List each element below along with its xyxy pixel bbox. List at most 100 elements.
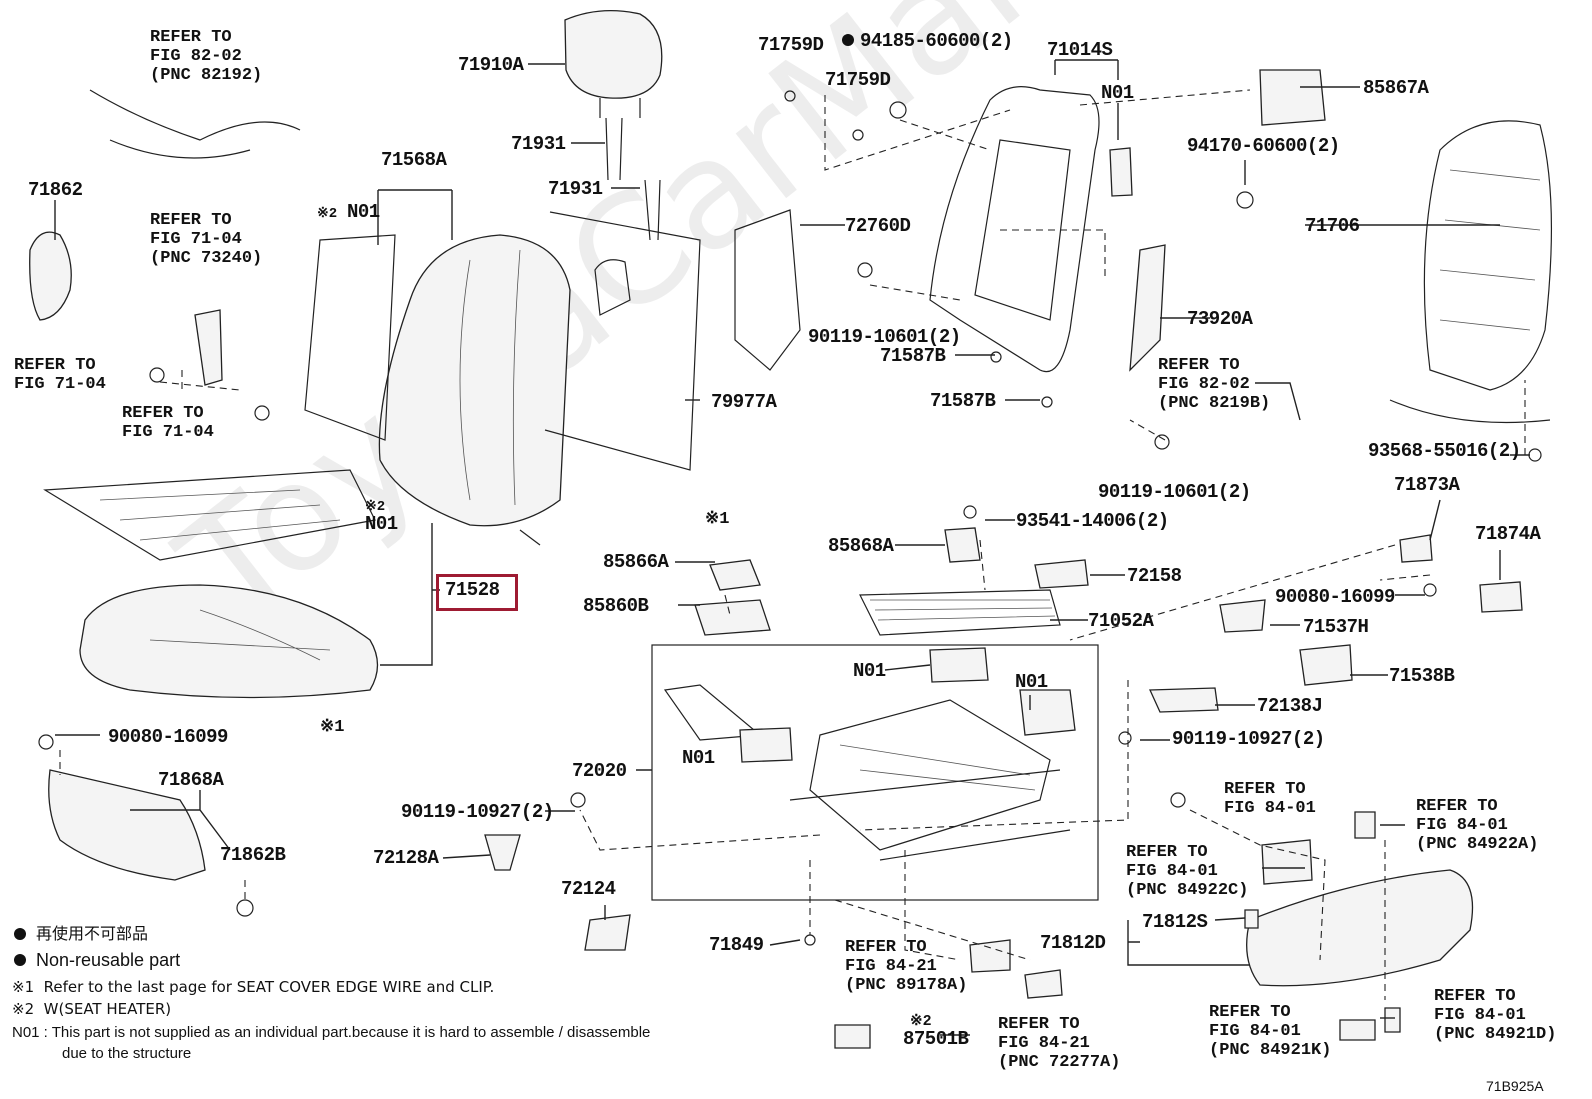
- refer-82-02-82192[interactable]: REFER TO FIG 82-02 (PNC 82192): [150, 28, 263, 85]
- part-label-n01-motor-b: N01: [1015, 671, 1048, 693]
- part-label-71706: 71706: [1305, 215, 1360, 237]
- refer-71-04-b[interactable]: REFER TO FIG 71-04: [122, 404, 214, 442]
- part-label-71849: 71849: [709, 934, 764, 956]
- part-label-94185-60600: 94185-60600(2): [860, 30, 1013, 52]
- legend-non-reusable-jp: 再使用不可部品: [36, 924, 149, 943]
- part-label-71537H: 71537H: [1303, 616, 1369, 638]
- part-72128A-drawing: [484, 834, 521, 871]
- motor-drawing-b: [1019, 689, 1076, 736]
- legend-note-3-cont: due to the structure: [62, 1045, 192, 1062]
- part-84922C-drawing: [1261, 839, 1313, 885]
- part-label-85868A: 85868A: [828, 535, 894, 557]
- legend-non-reusable-en: Non-reusable part: [36, 950, 181, 970]
- refer-84-21-72277A[interactable]: REFER TO FIG 84-21 (PNC 72277A): [998, 1015, 1121, 1072]
- refer-84-01-84922C[interactable]: REFER TO FIG 84-01 (PNC 84922C): [1126, 843, 1249, 900]
- part-72124-drawing: [584, 914, 631, 951]
- part-label-n01-motor-a: N01: [853, 660, 886, 682]
- part-label-73920A: 73920A: [1187, 308, 1253, 330]
- part-label-71812D: 71812D: [1040, 932, 1106, 954]
- part-label-71931-b: 71931: [548, 178, 603, 200]
- legend-note-3: N01 : This part is not supplied as an in…: [12, 1024, 651, 1041]
- note-mark-x1-mid: ※1: [705, 510, 730, 529]
- part-label-n01-heater-top: N01: [347, 201, 380, 223]
- part-label-71873A: 71873A: [1394, 474, 1460, 496]
- note-mark-x2-bottom: ※2: [910, 1013, 932, 1030]
- refer-84-01[interactable]: REFER TO FIG 84-01: [1224, 780, 1316, 818]
- cushion-heater-drawing: [43, 469, 376, 561]
- part-label-72760D: 72760D: [845, 215, 911, 237]
- side-piece-drawing: [1129, 244, 1166, 372]
- part-label-79977A: 79977A: [711, 391, 777, 413]
- side-trim-drawing: [48, 769, 206, 881]
- clip-71812S-drawing: [1244, 909, 1259, 929]
- motor-drawing-a: [929, 647, 989, 683]
- part-label-71587B-a: 71587B: [880, 345, 946, 367]
- part-72138J-drawing: [1149, 687, 1219, 713]
- refer-84-01-84921D[interactable]: REFER TO FIG 84-01 (PNC 84921D): [1434, 987, 1557, 1044]
- part-label-71759D-b: 71759D: [825, 69, 891, 91]
- part-72158-drawing: [1034, 559, 1089, 589]
- part-label-90080-16099-right: 90080-16099: [1275, 586, 1395, 608]
- part-label-85867A: 85867A: [1363, 77, 1429, 99]
- part-85868A-drawing: [944, 527, 981, 563]
- recliner-drawing: [734, 209, 801, 371]
- part-label-90119-10927-b: 90119-10927(2): [1172, 728, 1325, 750]
- motor-drawing-d: [739, 727, 793, 763]
- part-label-71568A: 71568A: [381, 149, 447, 171]
- seatback-frame-drawing: [929, 86, 1100, 373]
- part-label-71868A: 71868A: [158, 769, 224, 791]
- part-label-94170-60600: 94170-60600(2): [1187, 135, 1340, 157]
- part-label-72158: 72158: [1127, 565, 1182, 587]
- refer-84-01-84922A[interactable]: REFER TO FIG 84-01 (PNC 84922A): [1416, 797, 1539, 854]
- part-label-n01-motor-c: N01: [682, 747, 715, 769]
- part-label-72128A: 72128A: [373, 847, 439, 869]
- part-71873A-drawing: [1399, 534, 1433, 563]
- diagram-code: 71B925A: [1486, 1078, 1544, 1094]
- part-label-71528[interactable]: 71528: [445, 579, 500, 601]
- refer-84-01-84921K[interactable]: REFER TO FIG 84-01 (PNC 84921K): [1209, 1003, 1332, 1060]
- part-84922A-drawing: [1354, 811, 1376, 839]
- part-label-90119-10601-a: 90119-10601(2): [808, 326, 961, 348]
- part-label-n01-mid: N01: [365, 513, 398, 535]
- seatback-cover-drawing: [378, 234, 571, 546]
- note-mark-x1-low: ※1: [320, 718, 345, 737]
- part-label-71862B: 71862B: [220, 844, 286, 866]
- spring-drawing: [859, 589, 1061, 636]
- part-71874A-drawing: [1479, 581, 1523, 613]
- part-label-90119-10601-b: 90119-10601(2): [1098, 481, 1251, 503]
- part-84921K-drawing: [1339, 1019, 1376, 1041]
- part-85866A-drawing: [709, 559, 761, 591]
- part-label-93541-14006: 93541-14006(2): [1016, 510, 1169, 532]
- part-label-90080-16099-left: 90080-16099: [108, 726, 228, 748]
- part-87501B-drawing: [834, 1024, 871, 1049]
- refer-84-21-89178A[interactable]: REFER TO FIG 84-21 (PNC 89178A): [845, 938, 968, 995]
- seat-frame-box: [651, 644, 1099, 901]
- part-label-85860B: 85860B: [583, 595, 649, 617]
- refer-71-04-a[interactable]: REFER TO FIG 71-04: [14, 356, 106, 394]
- motor-drawing-c: [1109, 147, 1133, 197]
- back-board-drawing: [544, 211, 701, 471]
- part-label-71587B-b: 71587B: [930, 390, 996, 412]
- legend-note-2: ※2 W(SEAT HEATER): [12, 1000, 172, 1018]
- refer-82-02-8219B[interactable]: REFER TO FIG 82-02 (PNC 8219B): [1158, 356, 1271, 413]
- part-label-93568-55016: 93568-55016(2): [1368, 440, 1521, 462]
- cushion-cover-drawing: [79, 584, 379, 699]
- part-label-87501B: 87501B: [903, 1028, 969, 1050]
- note-mark-x2-top: ※2: [317, 206, 338, 222]
- part-label-71759D-a: 71759D: [758, 34, 824, 56]
- part-label-71910A: 71910A: [458, 54, 524, 76]
- buckle-drawing: [194, 309, 223, 386]
- seat-frame-drawing: [663, 684, 1071, 861]
- part-72277A-drawing: [1024, 969, 1063, 999]
- part-label-71014S: 71014S: [1047, 39, 1113, 61]
- part-label-71812S: 71812S: [1142, 911, 1208, 933]
- note-mark-x2-mid: ※2: [365, 499, 386, 515]
- refer-71-04-73240[interactable]: REFER TO FIG 71-04 (PNC 73240): [150, 211, 263, 268]
- legend-note-1: ※1 Refer to the last page for SEAT COVER…: [12, 978, 495, 996]
- part-label-71862: 71862: [28, 179, 83, 201]
- leader-lines: [54, 59, 1530, 1036]
- dashed-lines: [59, 89, 1526, 1000]
- part-label-72124: 72124: [561, 878, 616, 900]
